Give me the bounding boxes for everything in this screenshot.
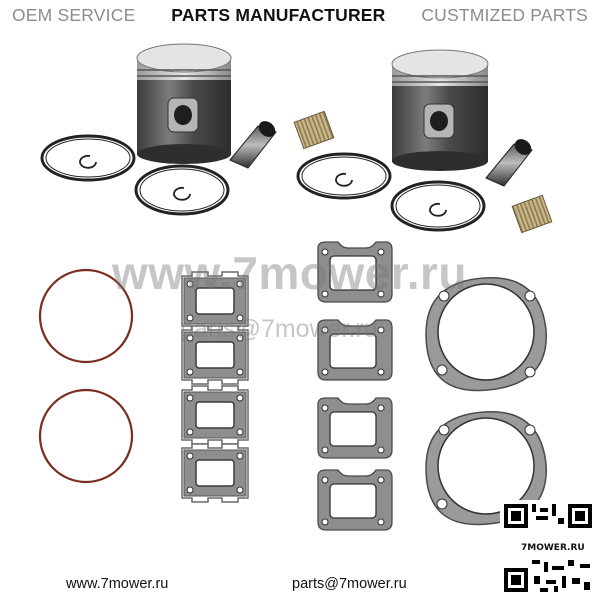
piston-left: [136, 43, 232, 164]
needle-bearing-right: [511, 194, 553, 234]
piston-rings-right: [296, 152, 486, 232]
banner-customized-parts: CUSTMIZED PARTS: [421, 4, 588, 25]
head-gasket-top: [425, 276, 547, 392]
footer: www.7mower.ru parts@7mower.ru: [0, 568, 600, 600]
banner-parts-manufacturer: PARTS MANUFACTURER: [171, 4, 386, 25]
o-ring-top: [38, 268, 134, 364]
intake-gasket-3: [317, 397, 393, 459]
needle-bearing-left: [293, 110, 335, 150]
exhaust-gasket-1: [181, 271, 249, 331]
footer-url-link[interactable]: www.7mower.ru: [66, 576, 169, 592]
wrist-pin-left: [229, 121, 277, 169]
exhaust-gasket-2: [181, 325, 249, 385]
exhaust-gasket-4: [181, 443, 249, 503]
footer-email-link[interactable]: parts@7mower.ru: [292, 576, 407, 592]
wrist-pin-right: [485, 139, 533, 187]
top-banner: OEM SERVICE PARTS MANUFACTURER CUSTMIZED…: [0, 0, 600, 30]
piston-right: [391, 49, 489, 171]
intake-gasket-1: [317, 241, 393, 303]
o-ring-bottom: [38, 388, 134, 484]
banner-oem-service: OEM SERVICE: [12, 4, 136, 25]
piston-rings-left: [40, 134, 230, 216]
intake-gasket-4: [317, 469, 393, 531]
exhaust-gasket-3: [181, 385, 249, 445]
qr-caption: 7MOWER.RU: [521, 542, 585, 554]
intake-gasket-2: [317, 319, 393, 381]
